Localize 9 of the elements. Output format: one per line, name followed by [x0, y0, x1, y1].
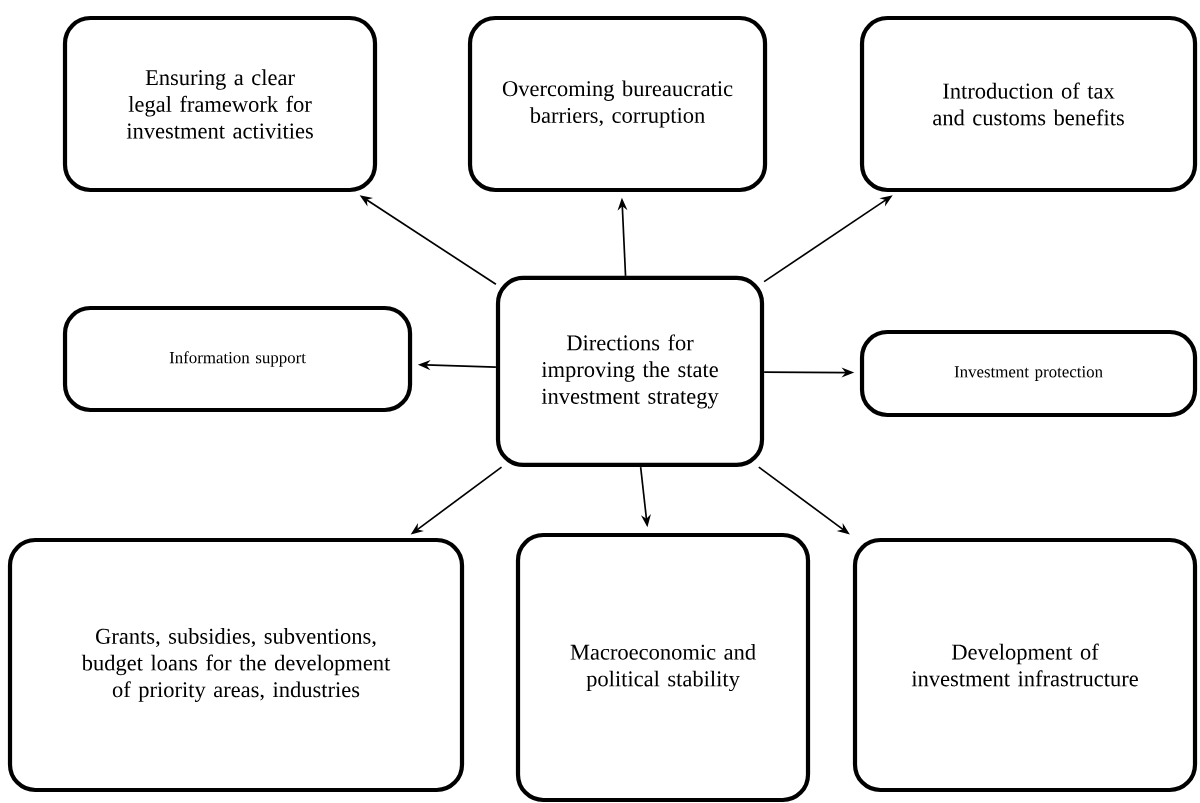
text-box: Overcoming bureaucratic barriers, corruption: [467, 15, 768, 193]
text-box: Ensuring a clear legal framework for investment activities: [62, 15, 378, 193]
text-box: Development of investment infrastructure: [852, 537, 1198, 793]
text-box: Information support: [62, 305, 413, 413]
text-box: Directions for improving the state investment strategy: [495, 275, 765, 468]
text-box: Macroeconomic and political stability: [515, 532, 811, 803]
text-box: Investment protection: [859, 329, 1198, 418]
text-box: Grants, subsidies, subventions, budget loans for the development of priority areas, industries: [7, 537, 465, 793]
text-box: Introduction of tax and customs benefits: [859, 15, 1198, 193]
